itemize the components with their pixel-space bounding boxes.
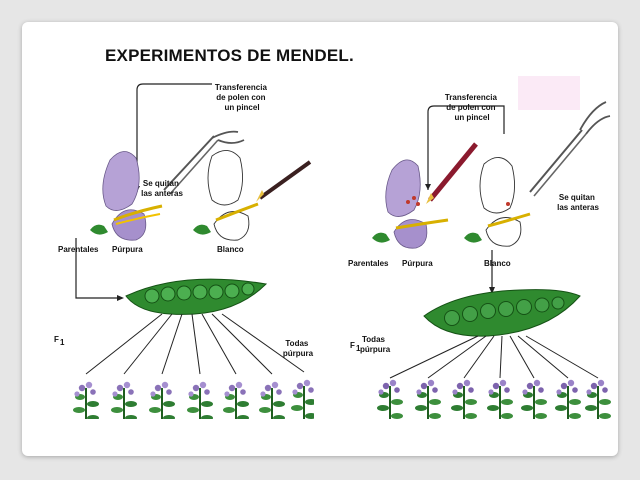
left-diagram: Transferencia de polen con un pincel Se …: [54, 83, 318, 433]
pea-pod-icon: [125, 278, 268, 315]
diagram-label: Transferencia de polen con un pincel: [215, 83, 269, 112]
paintbrush-icon: [426, 142, 478, 204]
paintbrush-icon: [256, 160, 312, 202]
right-figure-pollen-transfer-2-label: un pincel: [454, 113, 489, 122]
purple-flower-icon: [90, 151, 163, 241]
right-figure: Transferencia de polen con un pincel Se …: [348, 74, 613, 431]
left-figure-parents-label: Parentales: [58, 245, 99, 254]
diagram-label: Se quitan las anteras: [557, 193, 599, 212]
left-figure: Transferencia de polen con un pincel Se …: [52, 74, 318, 433]
scissors-icon: [529, 101, 611, 197]
scissors-icon: [163, 130, 245, 195]
left-figure-white-label: Blanco: [217, 245, 244, 254]
right-figure-pollen-transfer-0-label: Transferencia: [445, 93, 498, 102]
diagram-label: Se quitan las anteras: [141, 179, 183, 198]
right-diagram: Transferencia de polen con un pincel Se …: [348, 76, 612, 431]
left-figure-purple-label: Púrpura: [112, 245, 143, 254]
slide: EXPERIMENTOS DE MENDEL.: [22, 22, 618, 456]
left-figure-pollen-transfer-2-label: un pincel: [224, 103, 259, 112]
right-figure-anthers-removed-0-label: Se quitan: [559, 193, 595, 202]
left-figure-all-purple-1-label: púrpura: [283, 349, 314, 358]
purple-flower-icon: [372, 159, 449, 249]
right-figure-all-purple-0-label: Todas: [362, 335, 386, 344]
left-figure-f1-sub-label: 1: [60, 338, 65, 347]
white-flower-icon: [193, 150, 259, 241]
right-figure-white-label: Blanco: [484, 259, 511, 268]
right-figure-f1-label: F: [350, 341, 355, 350]
left-figure-anthers-removed-1-label: las anteras: [141, 189, 183, 198]
slide-title: EXPERIMENTOS DE MENDEL.: [105, 46, 354, 65]
left-figure-pollen-transfer-1-label: de polen con: [216, 93, 265, 102]
left-figure-all-purple-0-label: Todas: [285, 339, 309, 348]
left-figure-anthers-removed-0-label: Se quitan: [143, 179, 179, 188]
diagram-label: Todas púrpura: [360, 335, 391, 354]
right-figure-all-purple-1-label: púrpura: [360, 345, 391, 354]
right-figure-parents-label: Parentales: [348, 259, 389, 268]
plant-icon: [72, 378, 318, 433]
right-figure-anthers-removed-1-label: las anteras: [557, 203, 599, 212]
plant-icon: [376, 378, 612, 431]
left-figure-pollen-transfer-0-label: Transferencia: [215, 83, 268, 92]
right-figure-pollen-transfer-1-label: de polen con: [446, 103, 495, 112]
pink-highlight: [518, 76, 580, 110]
diagram-label: Transferencia de polen con un pincel: [445, 93, 499, 122]
pea-pod-icon: [423, 289, 581, 337]
right-figure-f1-sub-label: 1: [356, 344, 361, 353]
diagram-label: Todas púrpura: [283, 339, 314, 358]
white-flower-icon: [464, 157, 531, 247]
right-figure-purple-label: Púrpura: [402, 259, 433, 268]
left-figure-f1-label: F: [54, 335, 59, 344]
